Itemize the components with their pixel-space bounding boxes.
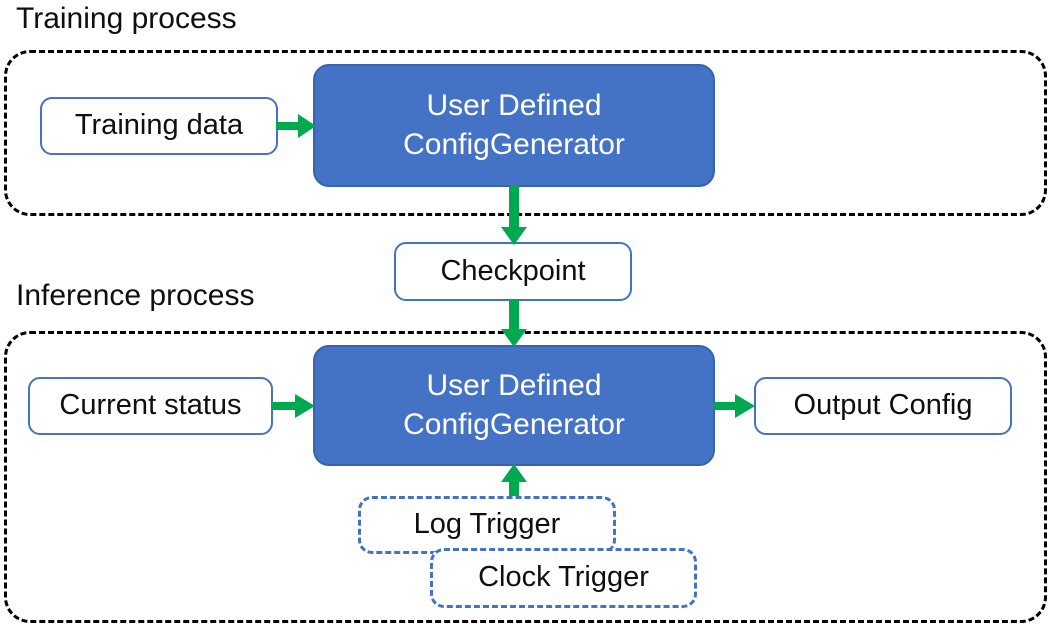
training-process-container	[4, 50, 1047, 216]
node-checkpoint[interactable]: Checkpoint	[394, 242, 632, 301]
arrow-generator-to-checkpoint-icon	[499, 185, 529, 247]
inference-process-title: Inference process	[16, 279, 255, 312]
arrow-current-status-to-generator-icon	[271, 391, 317, 421]
arrow-generator-to-output-config-icon	[713, 391, 757, 421]
node-output-config[interactable]: Output Config	[754, 377, 1012, 435]
inference-process-container	[4, 331, 1047, 623]
node-inference-config-generator[interactable]: User Defined ConfigGenerator	[313, 345, 715, 466]
arrow-checkpoint-to-generator-icon	[499, 299, 529, 349]
arrow-training-data-to-generator-icon	[276, 111, 318, 141]
training-process-title: Training process	[16, 2, 237, 35]
node-clock-trigger[interactable]: Clock Trigger	[430, 548, 697, 608]
node-training-config-generator[interactable]: User Defined ConfigGenerator	[313, 64, 715, 187]
node-current-status[interactable]: Current status	[28, 377, 273, 435]
arrow-trigger-to-generator-icon	[499, 464, 529, 502]
node-training-data[interactable]: Training data	[40, 97, 278, 155]
node-log-trigger[interactable]: Log Trigger	[358, 496, 616, 554]
